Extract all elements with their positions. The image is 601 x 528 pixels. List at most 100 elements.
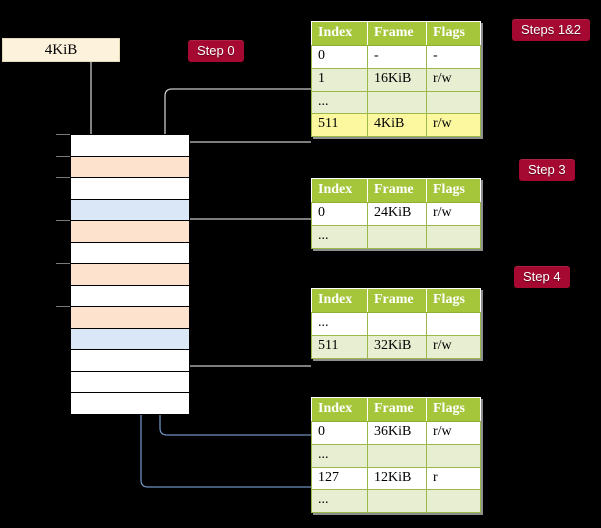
cell-flags: r/w: [426, 202, 481, 226]
cell-flags: -: [426, 45, 481, 69]
col-frame: Frame: [367, 177, 427, 204]
table-header-row: Index Frame Flags: [311, 20, 481, 47]
memory-row-tick: [56, 134, 70, 135]
cell-index: 0: [311, 45, 368, 69]
cell-flags: [426, 90, 481, 115]
col-index: Index: [311, 177, 368, 204]
memory-frame-row[interactable]: [70, 306, 190, 329]
wire-step2: [148, 141, 311, 152]
memory-row-tick: [56, 177, 70, 178]
page-table-level-1: Index Frame Flags 0 - - 1 16KiB r/w ... …: [311, 20, 481, 138]
badge-steps-1-2: Steps 1&2: [512, 19, 590, 41]
col-flags: Flags: [426, 287, 481, 314]
cell-flags: r/w: [426, 67, 481, 92]
cell-frame: [367, 224, 427, 249]
col-frame: Frame: [367, 20, 427, 47]
cell-flags: r/w: [426, 113, 481, 138]
memory-frame-row[interactable]: [70, 155, 190, 178]
badge-step-4-label: Step 4: [523, 269, 561, 284]
memory-frame-row[interactable]: [70, 177, 190, 200]
wire-step4: [173, 314, 311, 367]
cell-flags: r: [426, 466, 481, 491]
badge-step-3-label: Step 3: [528, 162, 566, 177]
cell-index: 127: [311, 466, 368, 491]
cell-index: ...: [311, 224, 368, 249]
memory-frame-row[interactable]: [70, 220, 190, 243]
cell-index: ...: [311, 489, 368, 514]
memory-frame-row[interactable]: [70, 327, 190, 350]
table-row-highlighted[interactable]: 511 4KiB r/w: [311, 113, 481, 138]
table-row-ellipsis[interactable]: ...: [311, 489, 481, 514]
table-row-ellipsis[interactable]: ...: [311, 224, 481, 249]
badge-steps-1-2-label: Steps 1&2: [521, 22, 581, 37]
table-header-row: Index Frame Flags: [311, 396, 481, 423]
cell-flags: r/w: [426, 334, 481, 359]
cell-frame: [367, 90, 427, 115]
memory-frame-row[interactable]: [70, 241, 190, 264]
cell-index: ...: [311, 90, 368, 115]
table-row[interactable]: 0 - -: [311, 45, 481, 69]
cell-flags: r/w: [426, 421, 481, 445]
wire-step3: [172, 218, 311, 255]
cell-frame: [367, 312, 427, 336]
table-row[interactable]: 511 32KiB r/w: [311, 334, 481, 359]
col-index: Index: [311, 396, 368, 423]
cell-index: ...: [311, 443, 368, 468]
col-flags: Flags: [426, 20, 481, 47]
cell-frame: [367, 489, 427, 514]
cell-index: 511: [311, 334, 368, 359]
memory-row-tick: [56, 220, 70, 221]
table-row-ellipsis[interactable]: ...: [311, 312, 481, 336]
cell-flags: [426, 489, 481, 514]
memory-frame-row[interactable]: [70, 198, 190, 221]
col-frame: Frame: [367, 396, 427, 423]
cell-frame: 32KiB: [367, 334, 427, 359]
cell-frame: 24KiB: [367, 202, 427, 226]
col-frame: Frame: [367, 287, 427, 314]
cell-frame: 36KiB: [367, 421, 427, 445]
memory-frame-row[interactable]: [70, 263, 190, 286]
memory-frame-row[interactable]: [70, 134, 190, 157]
cell-frame: -: [367, 45, 427, 69]
memory-frame-row[interactable]: [70, 284, 190, 307]
table-row-ellipsis[interactable]: ...: [311, 443, 481, 468]
table-row-ellipsis[interactable]: ...: [311, 90, 481, 115]
table-row[interactable]: 127 12KiB r: [311, 466, 481, 491]
memory-frame-row[interactable]: [70, 349, 190, 372]
col-index: Index: [311, 287, 368, 314]
badge-step-0: Step 0: [188, 40, 244, 62]
table-header-row: Index Frame Flags: [311, 177, 481, 204]
cell-index: 0: [311, 202, 368, 226]
cell-flags: [426, 312, 481, 336]
page-table-level-3: Index Frame Flags ... 511 32KiB r/w: [311, 287, 481, 359]
cell-index: 0: [311, 421, 368, 445]
memory-row-tick: [56, 306, 70, 307]
table-header-row: Index Frame Flags: [311, 287, 481, 314]
badge-step-4: Step 4: [514, 266, 570, 288]
table-row[interactable]: 0 36KiB r/w: [311, 421, 481, 445]
cell-frame: 12KiB: [367, 466, 427, 491]
memory-frame-row[interactable]: [70, 392, 190, 415]
col-flags: Flags: [426, 396, 481, 423]
cell-index: 1: [311, 67, 368, 92]
cell-index: ...: [311, 312, 368, 336]
cell-index: 511: [311, 113, 368, 138]
memory-row-tick: [56, 263, 70, 264]
physical-memory-column: [70, 134, 190, 415]
cell-flags: [426, 443, 481, 468]
table-row[interactable]: 0 24KiB r/w: [311, 202, 481, 226]
cell-frame: 4KiB: [367, 113, 427, 138]
memory-row-tick: [56, 155, 70, 157]
cell-flags: [426, 224, 481, 249]
page-table-level-4: Index Frame Flags 0 36KiB r/w ... 127 12…: [311, 396, 481, 514]
badge-step-0-label: Step 0: [197, 43, 235, 58]
badge-step-3: Step 3: [519, 159, 575, 181]
cell-frame: 16KiB: [367, 67, 427, 92]
source-frame-label: 4KiB: [44, 41, 78, 58]
page-table-level-2: Index Frame Flags 0 24KiB r/w ...: [311, 177, 481, 249]
table-row[interactable]: 1 16KiB r/w: [311, 67, 481, 92]
memory-frame-row[interactable]: [70, 370, 190, 393]
source-frame-box: 4KiB: [2, 38, 120, 62]
cell-frame: [367, 443, 427, 468]
